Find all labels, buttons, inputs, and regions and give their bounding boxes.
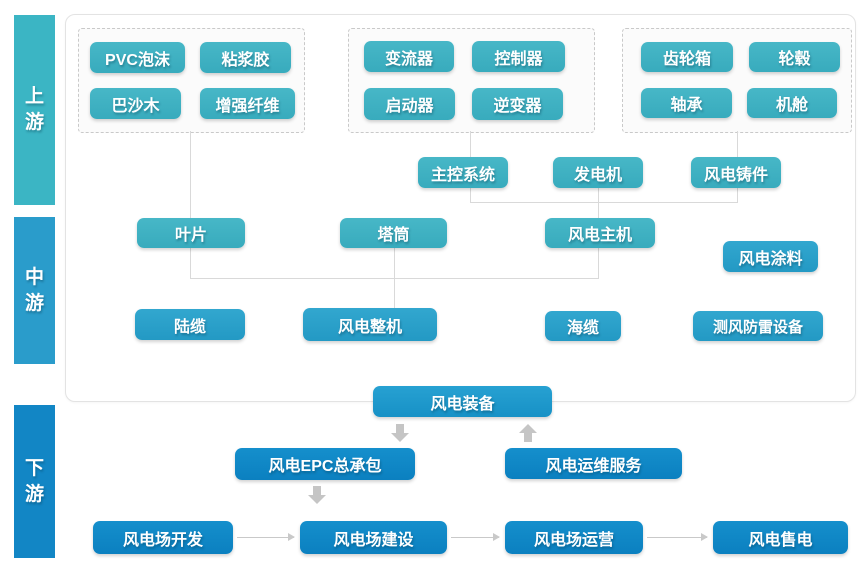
connector-line [190, 131, 191, 218]
node-main-control-system: 主控系统 [418, 157, 508, 188]
stage-bar-upstream: 上游 [14, 15, 55, 205]
arrow-right-icon [647, 533, 708, 541]
node-reinforced-fiber: 增强纤维 [200, 88, 295, 119]
connector-line [598, 248, 599, 278]
connector-line [394, 248, 395, 308]
connector-line [190, 248, 191, 278]
arrow-down-icon [391, 424, 409, 442]
node-blade: 叶片 [137, 218, 245, 248]
node-main-unit: 风电主机 [545, 218, 655, 248]
node-pvc-foam: PVC泡沫 [90, 42, 185, 73]
node-wind-om-service: 风电运维服务 [505, 448, 682, 479]
stage-bar-downstream: 下游 [14, 405, 55, 558]
node-rotor-hub: 轮毂 [749, 42, 840, 72]
node-wind-coating: 风电涂料 [723, 241, 818, 272]
stage-label-midstream: 中游 [24, 266, 44, 314]
node-wind-castings: 风电铸件 [691, 157, 781, 188]
node-gearbox: 齿轮箱 [641, 42, 733, 72]
node-starter: 启动器 [364, 88, 455, 120]
node-wind-farm-operation: 风电场运营 [505, 521, 643, 554]
node-wind-farm-development: 风电场开发 [93, 521, 233, 554]
node-wind-measure-lightning-equipment: 测风防雷设备 [693, 311, 823, 341]
node-adhesive: 粘浆胶 [200, 42, 291, 73]
arrow-right-icon [451, 533, 500, 541]
arrow-down-icon [308, 486, 326, 504]
node-wind-equipment: 风电装备 [373, 386, 552, 417]
node-nacelle: 机舱 [747, 88, 837, 118]
node-inverter: 逆变器 [472, 88, 563, 120]
node-land-cable: 陆缆 [135, 309, 245, 340]
node-wind-power-sales: 风电售电 [713, 521, 848, 554]
stage-label-downstream: 下游 [24, 457, 44, 505]
node-wind-epc: 风电EPC总承包 [235, 448, 415, 480]
stage-label-upstream: 上游 [24, 86, 44, 133]
node-converter: 变流器 [364, 41, 454, 72]
node-controller: 控制器 [472, 41, 565, 72]
node-wind-farm-construction: 风电场建设 [300, 521, 447, 554]
connector-line [470, 202, 738, 203]
node-submarine-cable: 海缆 [545, 311, 621, 341]
arrow-right-icon [237, 533, 295, 541]
node-generator: 发电机 [553, 157, 643, 188]
node-bearing: 轴承 [641, 88, 732, 118]
stage-bar-midstream: 中游 [14, 217, 55, 364]
node-tower: 塔筒 [340, 218, 447, 248]
connector-line [598, 188, 599, 218]
node-complete-turbine: 风电整机 [303, 308, 437, 341]
arrow-up-icon [519, 424, 537, 442]
node-balsa-wood: 巴沙木 [90, 88, 181, 119]
